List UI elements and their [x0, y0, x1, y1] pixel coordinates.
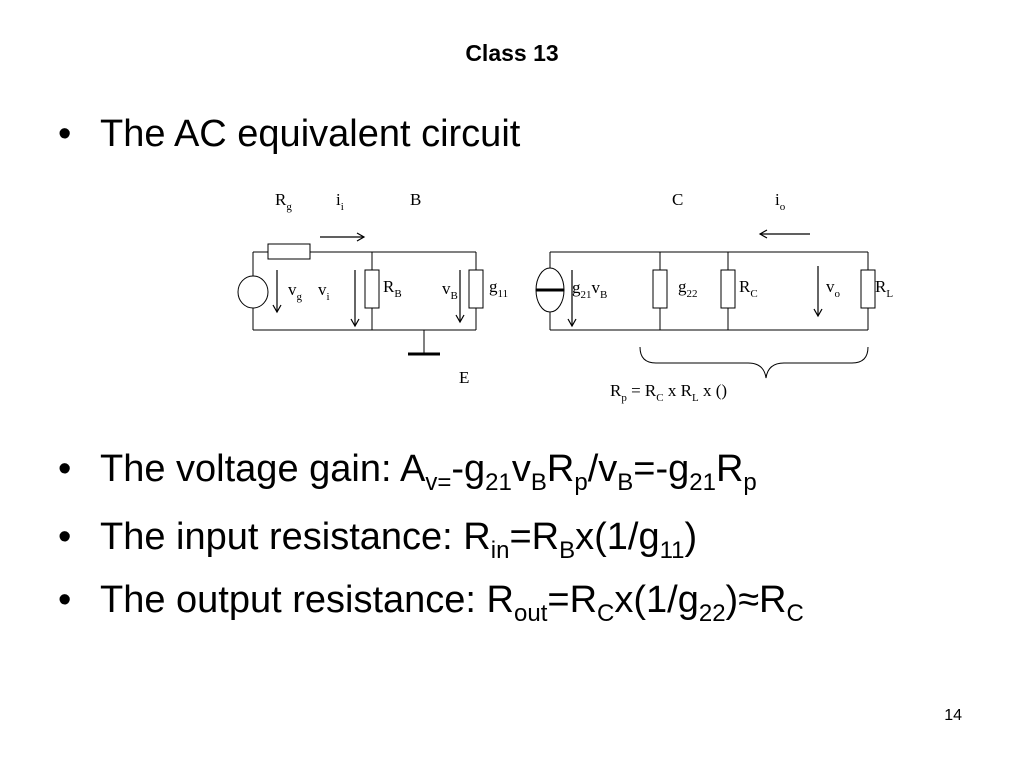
bullet-output-resistance: •The output resistance: Rout=RCx(1/g22)≈…	[58, 579, 804, 627]
rc-label: RC	[739, 277, 758, 300]
rl-resistor	[860, 269, 876, 309]
bullet-voltage-gain: •The voltage gain: Av=-g21vBRp/vB=-g21Rp	[58, 448, 757, 496]
g11-resistor	[468, 269, 484, 309]
vg-label: vg	[288, 280, 303, 303]
g22-resistor	[652, 269, 668, 309]
vb-label: vB	[442, 279, 458, 302]
g11-label: g11	[489, 277, 508, 300]
rp-equation: Rp = RC x RL x ()	[610, 381, 727, 404]
bullet-dot: •	[58, 579, 72, 621]
rb-label: RB	[383, 277, 402, 300]
io-label: io	[775, 190, 786, 213]
bullet-input-resistance: •The input resistance: Rin=RBx(1/g11)	[58, 516, 698, 564]
bullet-dot: •	[58, 448, 72, 490]
bullet-dot: •	[58, 113, 72, 155]
vo-label: vo	[826, 277, 841, 300]
node-b-label: B	[410, 190, 421, 209]
rc-resistor	[720, 269, 736, 309]
rp-brace	[639, 346, 869, 379]
g22-label: g22	[678, 277, 698, 300]
rg-resistor	[267, 243, 311, 260]
node-c-label: C	[672, 190, 683, 209]
g21vb-label: g21vB	[572, 278, 607, 301]
ii-label: ii	[336, 190, 344, 213]
page-number: 14	[944, 707, 962, 724]
rl-label: RL	[875, 277, 893, 300]
bullet-ac-circuit: •The AC equivalent circuit	[58, 113, 521, 155]
node-e-label: E	[459, 368, 469, 387]
vi-label: vi	[318, 280, 330, 303]
rg-label: Rg	[275, 190, 292, 213]
slide-title: Class 13	[465, 40, 559, 66]
rb-resistor	[364, 269, 380, 309]
voltage-source-symbol	[237, 275, 269, 309]
bullet-dot: •	[58, 516, 72, 558]
